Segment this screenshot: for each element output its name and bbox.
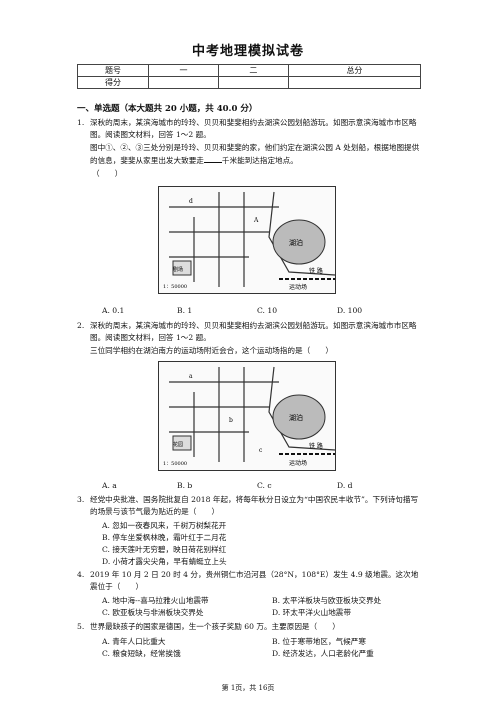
question-paren: （ ） bbox=[92, 168, 123, 178]
score-cell: 一 bbox=[148, 64, 219, 77]
question-text: 世界最缺孩子的国家是德国，生一个孩子奖励 60 万。主要原因是（ ） bbox=[90, 622, 340, 631]
map-scale: 1：50000 bbox=[163, 461, 187, 467]
city-map-1: 湖泊 铁 路 运动场 剧场 d A 1：50000 bbox=[158, 186, 336, 294]
score-cell bbox=[217, 76, 289, 89]
question-text: 2019 年 10 月 2 日 20 时 4 分，贵州铜仁市沿河县（28°N，1… bbox=[90, 570, 419, 592]
question-number: 1. bbox=[77, 118, 85, 127]
option-b[interactable]: B. 太平洋板块与欧亚板块交界处 bbox=[272, 596, 382, 605]
question-5: 5. 世界最缺孩子的国家是德国，生一个孩子奖励 60 万。主要原因是（ ） bbox=[77, 621, 422, 633]
option-a[interactable]: A. 0.1 bbox=[102, 306, 125, 315]
section-heading: 一、单选题（本大题共 20 小题，共 40.0 分） bbox=[77, 104, 258, 114]
question-number: 3. bbox=[77, 495, 85, 504]
question-4: 4. 2019 年 10 月 2 日 20 时 4 分，贵州铜仁市沿河县（28°… bbox=[77, 569, 422, 594]
option-c[interactable]: C. 欧亚板块与非洲板块交界处 bbox=[102, 608, 204, 617]
option-b[interactable]: B. b bbox=[177, 481, 193, 490]
rail-label: 铁 路 bbox=[309, 442, 323, 450]
score-cell: 总分 bbox=[287, 64, 422, 77]
option-c[interactable]: C. 接天莲叶无穷碧，映日荷花别样红 bbox=[102, 545, 227, 554]
question-text: 经党中央批准、国务院批复自 2018 年起，将每年秋分日设立为“中国农民丰收节”… bbox=[90, 495, 419, 517]
option-b[interactable]: B. 1 bbox=[177, 306, 193, 315]
option-a[interactable]: A. 地中海--喜马拉雅火山地震带 bbox=[102, 596, 209, 605]
option-c[interactable]: C. 10 bbox=[257, 306, 278, 315]
score-cell: 得分 bbox=[77, 76, 149, 89]
page-title: 中考地理模拟试卷 bbox=[191, 44, 304, 59]
city-map-2: 湖泊 铁 路 运动场 花园 a b c 1：50000 bbox=[158, 361, 336, 471]
sport-label: 运动场 bbox=[289, 283, 307, 291]
map-point-label: d bbox=[189, 198, 193, 205]
question-3: 3. 经党中央批准、国务院批复自 2018 年起，将每年秋分日设立为“中国农民丰… bbox=[77, 494, 422, 519]
score-cell: 二 bbox=[217, 64, 289, 77]
option-a[interactable]: A. 青年人口比重大 bbox=[102, 637, 166, 646]
question-number: 5. bbox=[77, 622, 85, 631]
question-1: 1. 深秋的周末，某滨海城市的玲玲、贝贝和斐斐相约去湖滨公园划船游玩。如图示意滨… bbox=[77, 117, 422, 180]
answer-blank bbox=[203, 154, 222, 164]
option-c[interactable]: C. c bbox=[257, 481, 272, 490]
question-text: 图中①、②、③三处分别是玲玲、贝贝和斐斐的家，他们约定在湖滨公园 A 处划船，根… bbox=[90, 142, 420, 166]
map-scale: 1：50000 bbox=[163, 284, 187, 290]
page-footer: 第 1页，共 16页 bbox=[221, 684, 275, 692]
map-point-label: c bbox=[259, 447, 263, 454]
map-point-label: A bbox=[253, 217, 259, 224]
score-cell bbox=[148, 76, 219, 89]
score-table: 题号 一 二 总分 得分 bbox=[77, 64, 422, 89]
place-label: 剧场 bbox=[173, 266, 183, 273]
map-point-label: a bbox=[189, 373, 193, 380]
option-a[interactable]: A. a bbox=[102, 481, 117, 490]
question-2: 2. 深秋的周末，某滨海城市的玲玲、贝贝和斐斐相约去湖滨公园划船游玩。如图示意滨… bbox=[77, 320, 422, 357]
rail-label: 铁 路 bbox=[309, 267, 323, 275]
option-a[interactable]: A. 忽如一夜春风来，千树万树梨花开 bbox=[102, 521, 227, 530]
question-text: 深秋的周末，某滨海城市的玲玲、贝贝和斐斐相约去湖滨公园划船游玩。如图示意滨海城市… bbox=[90, 321, 417, 343]
option-d[interactable]: D. 环太平洋火山地震带 bbox=[272, 608, 351, 617]
option-d[interactable]: D. 经济发达，人口老龄化严重 bbox=[272, 649, 374, 658]
question-number: 2. bbox=[77, 321, 85, 330]
question-text: 三位同学相约在湖泊南方的运动场附近会合，这个运动场指的是（ ） bbox=[90, 345, 333, 355]
option-b[interactable]: B. 位于寒带地区，气候严寒 bbox=[272, 637, 366, 646]
option-b[interactable]: B. 停车坐爱枫林晚，霜叶红于二月花 bbox=[102, 533, 227, 542]
score-cell: 题号 bbox=[77, 64, 149, 77]
map-point-label: b bbox=[229, 417, 233, 424]
question-number: 4. bbox=[77, 570, 85, 579]
question-text: 深秋的周末，某滨海城市的玲玲、贝贝和斐斐相约去湖滨公园划船游玩。如图示意滨海城市… bbox=[90, 118, 417, 140]
place-label: 花园 bbox=[173, 441, 183, 448]
lake-label: 湖泊 bbox=[289, 238, 303, 247]
sport-label: 运动场 bbox=[289, 459, 307, 467]
option-d[interactable]: D. 100 bbox=[337, 306, 363, 315]
option-d[interactable]: D. 小荷才露尖尖角，早有蜻蜓立上头 bbox=[102, 557, 227, 566]
lake-label: 湖泊 bbox=[289, 413, 303, 422]
score-cell bbox=[287, 76, 422, 89]
option-d[interactable]: D. d bbox=[337, 481, 353, 490]
option-c[interactable]: C. 粮食短缺，经常挨饿 bbox=[102, 649, 181, 658]
